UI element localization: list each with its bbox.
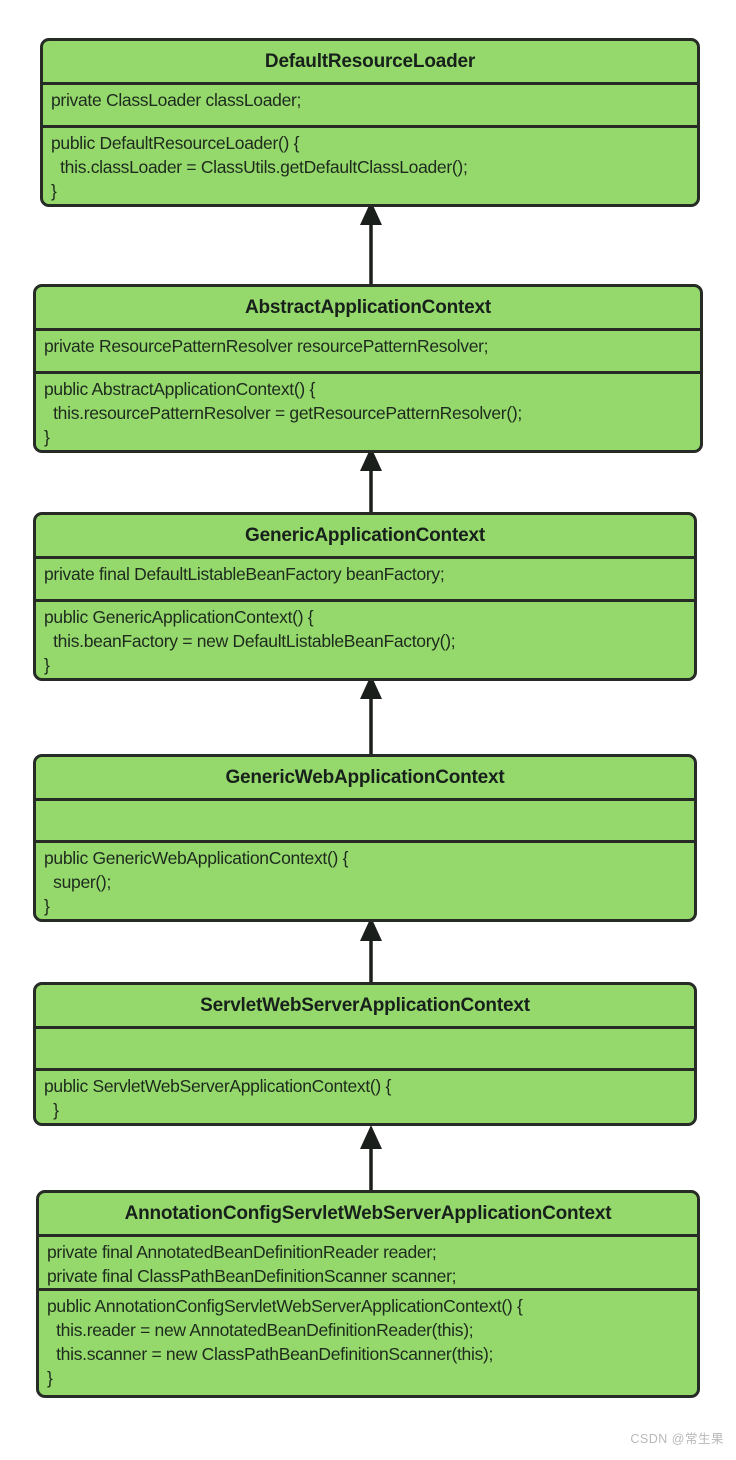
field-line: private final DefaultListableBeanFactory…: [44, 564, 445, 584]
method-line: this.classLoader = ClassUtils.getDefault…: [51, 157, 468, 177]
fields-compartment-generic-web-application-context: [36, 801, 694, 843]
field-line: private ResourcePatternResolver resource…: [44, 336, 489, 356]
method-line: public GenericApplicationContext() {: [44, 607, 314, 627]
arrow-servlet-to-genericweb: [360, 917, 382, 982]
method-line: }: [44, 655, 50, 675]
class-name-generic-application-context: GenericApplicationContext: [36, 515, 694, 559]
field-line: private final ClassPathBeanDefinitionSca…: [47, 1266, 457, 1286]
class-name-servlet-web-server-application-context: ServletWebServerApplicationContext: [36, 985, 694, 1029]
method-line: public ServletWebServerApplicationContex…: [44, 1076, 392, 1096]
method-line: public GenericWebApplicationContext() {: [44, 848, 349, 868]
methods-compartment-servlet-web-server-application-context: public ServletWebServerApplicationContex…: [36, 1071, 694, 1123]
method-line: }: [44, 896, 50, 916]
fields-compartment-servlet-web-server-application-context: [36, 1029, 694, 1071]
methods-compartment-annotation-config-servlet-web-server-application-context: public AnnotationConfigServletWebServerA…: [39, 1291, 697, 1395]
class-box-servlet-web-server-application-context: ServletWebServerApplicationContext public…: [33, 982, 697, 1126]
arrow-head-icon: [360, 1125, 382, 1149]
arrow-genericweb-to-generic: [360, 675, 382, 754]
methods-compartment-default-resource-loader: public DefaultResourceLoader() { this.cl…: [43, 128, 697, 204]
field-line: private ClassLoader classLoader;: [51, 90, 302, 110]
arrow-abstract-to-default: [360, 201, 382, 284]
class-name-default-resource-loader: DefaultResourceLoader: [43, 41, 697, 85]
method-line: super();: [44, 872, 112, 892]
method-line: this.resourcePatternResolver = getResour…: [44, 403, 522, 423]
method-line: this.beanFactory = new DefaultListableBe…: [44, 631, 456, 651]
method-line: }: [44, 427, 50, 447]
methods-compartment-generic-application-context: public GenericApplicationContext() { thi…: [36, 602, 694, 678]
fields-compartment-default-resource-loader: private ClassLoader classLoader;: [43, 85, 697, 128]
method-line: this.reader = new AnnotatedBeanDefinitio…: [47, 1320, 474, 1340]
method-line: public AnnotationConfigServletWebServerA…: [47, 1296, 523, 1316]
methods-compartment-abstract-application-context: public AbstractApplicationContext() { th…: [36, 374, 700, 450]
method-line: public AbstractApplicationContext() {: [44, 379, 315, 399]
class-name-generic-web-application-context: GenericWebApplicationContext: [36, 757, 694, 801]
method-line: }: [44, 1100, 59, 1120]
watermark: CSDN @常生果: [630, 1432, 724, 1446]
fields-compartment-abstract-application-context: private ResourcePatternResolver resource…: [36, 331, 700, 374]
method-line: }: [47, 1368, 53, 1388]
arrow-generic-to-abstract: [360, 447, 382, 512]
class-box-annotation-config-servlet-web-server-application-context: AnnotationConfigServletWebServerApplicat…: [36, 1190, 700, 1398]
field-line: private final AnnotatedBeanDefinitionRea…: [47, 1242, 437, 1262]
class-box-generic-web-application-context: GenericWebApplicationContext public Gener…: [33, 754, 697, 922]
class-name-abstract-application-context: AbstractApplicationContext: [36, 287, 700, 331]
class-box-abstract-application-context: AbstractApplicationContext private Resour…: [33, 284, 703, 453]
method-line: public DefaultResourceLoader() {: [51, 133, 300, 153]
fields-compartment-generic-application-context: private final DefaultListableBeanFactory…: [36, 559, 694, 602]
fields-compartment-annotation-config-servlet-web-server-application-context: private final AnnotatedBeanDefinitionRea…: [39, 1237, 697, 1291]
class-name-annotation-config-servlet-web-server-application-context: AnnotationConfigServletWebServerApplicat…: [39, 1193, 697, 1237]
method-line: }: [51, 181, 57, 201]
methods-compartment-generic-web-application-context: public GenericWebApplicationContext() { …: [36, 843, 694, 919]
arrow-annotation-to-servlet: [360, 1125, 382, 1190]
class-box-generic-application-context: GenericApplicationContext private final D…: [33, 512, 697, 681]
method-line: this.scanner = new ClassPathBeanDefiniti…: [47, 1344, 494, 1364]
class-box-default-resource-loader: DefaultResourceLoader private ClassLoader…: [40, 38, 700, 207]
